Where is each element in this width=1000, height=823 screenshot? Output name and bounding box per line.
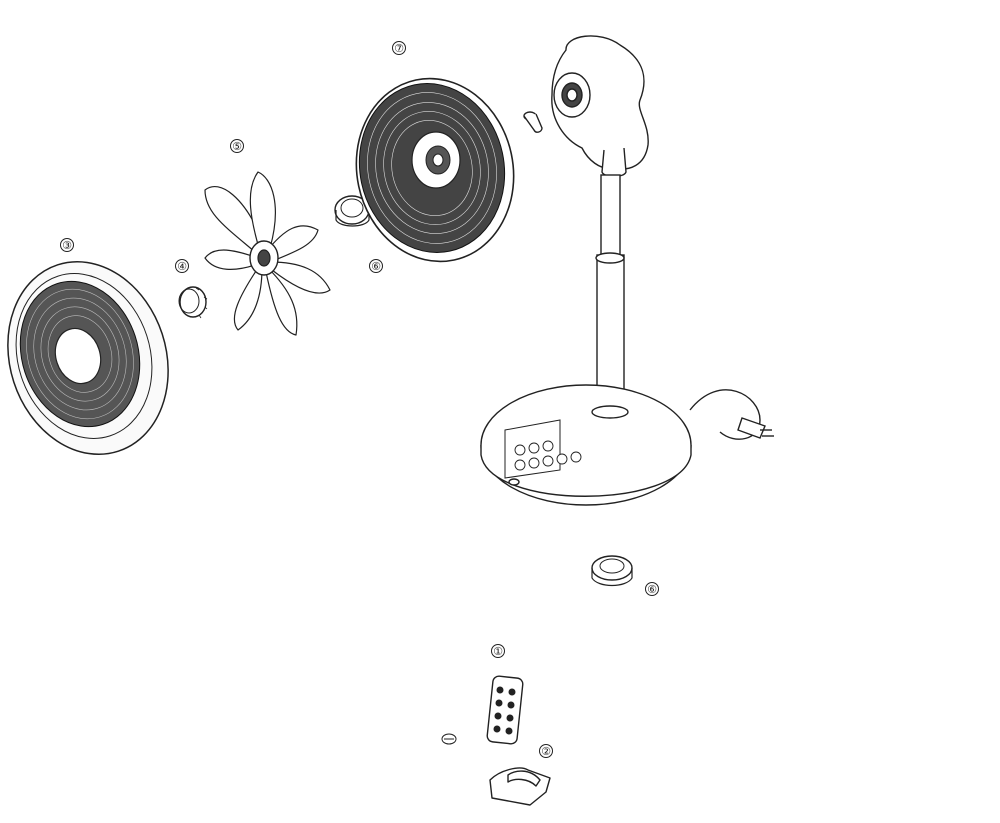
guard-nut-front: [334, 195, 370, 227]
svg-text:①: ①: [493, 645, 503, 658]
remote: [486, 675, 524, 745]
screw: [441, 733, 457, 745]
svg-text:⑥: ⑥: [647, 583, 657, 596]
remote-holder: [489, 767, 551, 806]
fan-blade: [204, 171, 331, 336]
svg-text:⑥: ⑥: [371, 260, 381, 273]
label-spare-nut: ⑥: [645, 582, 659, 596]
fan-stand: [480, 35, 774, 506]
label-guard-nut-front: ⑥: [369, 259, 383, 273]
svg-text:④: ④: [177, 260, 187, 273]
part-labels: ③ ④ ⑤ ⑥ ⑦ ⑥ ① ②: [60, 41, 659, 758]
label-front-guard: ③: [60, 238, 74, 252]
svg-text:⑤: ⑤: [232, 140, 242, 153]
label-spinner-cap: ④: [175, 259, 189, 273]
spare-nut: [591, 555, 633, 587]
svg-text:②: ②: [541, 745, 551, 758]
svg-text:③: ③: [62, 239, 72, 252]
svg-text:⑦: ⑦: [394, 42, 404, 55]
label-fan-blade: ⑤: [230, 139, 244, 153]
front-guard: [7, 260, 169, 456]
spinner-cap: [178, 286, 208, 319]
rear-guard: [355, 77, 515, 263]
label-remote: ①: [491, 644, 505, 658]
label-remote-holder: ②: [539, 744, 553, 758]
label-rear-guard: ⑦: [392, 41, 406, 55]
